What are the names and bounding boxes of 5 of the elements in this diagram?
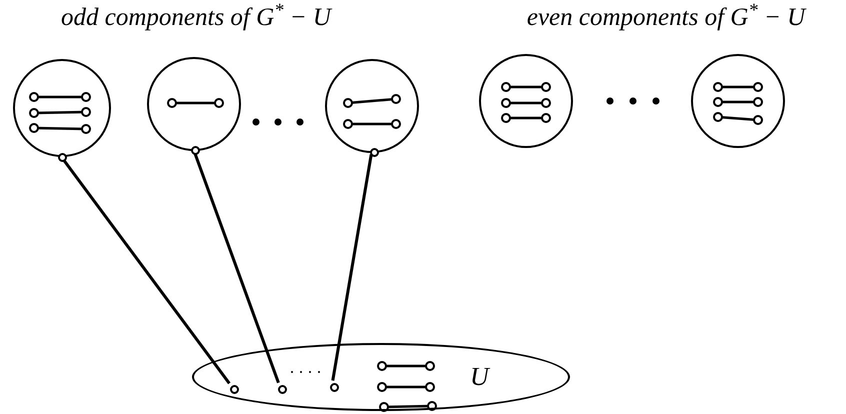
heading-text: even components of G$^{*}$ − U <box>526 2 806 33</box>
edge-line <box>331 154 373 381</box>
set-label: U <box>470 364 489 390</box>
vertex-set-ellipse <box>192 343 570 411</box>
heading-text: odd components of G$^{*}$ − U <box>61 2 331 33</box>
